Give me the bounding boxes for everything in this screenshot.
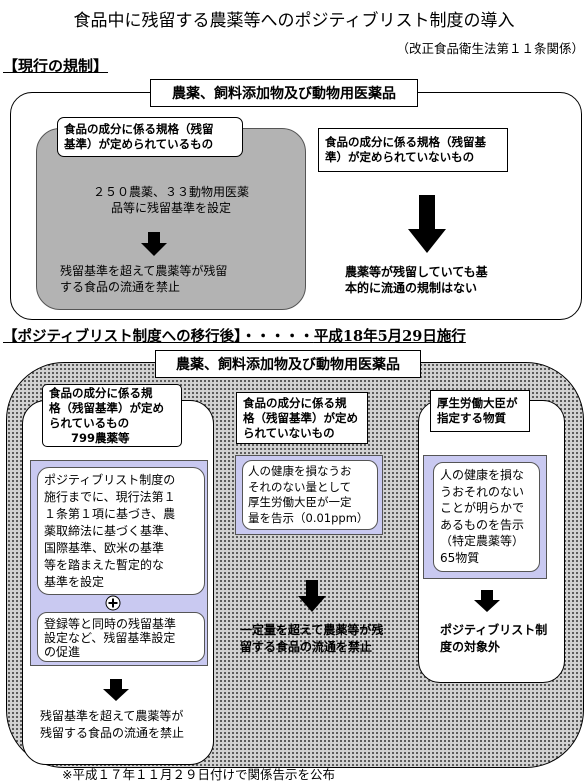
standards-set-label: 食品の成分に係る規 格（残留基準）が定め られているもの xyxy=(49,385,164,430)
down-arrow-icon xyxy=(141,232,167,256)
after-category-header: 農薬、飼料添加物及び動物用医薬品 xyxy=(155,350,421,378)
designated-substances-label: 厚生労働大臣が 指定する物質 xyxy=(430,390,530,432)
diagram-title: 食品中に残留する農薬等へのポジティブリスト制度の導入 xyxy=(73,11,515,31)
plus-icon xyxy=(105,595,121,611)
current-standards-set-label: 食品の成分に係る規格（残留 基準）が定められているもの xyxy=(57,117,243,157)
standards-set-result: 残留基準を超えて農薬等が 残留する食品の流通を禁止 xyxy=(40,709,185,740)
no-standards-label: 食品の成分に係る規 格（残留基準）が定め られていないもの xyxy=(236,392,368,444)
designated-substances-text: 人の健康を損な うおそれのない ことが明らかで あるものを告示 （特定農薬等） … xyxy=(433,462,540,572)
current-standards-result: 残留基準を超えて農薬等が残留 する食品の流通を禁止 xyxy=(60,264,228,294)
no-standards-result: 一定量を超えて農薬等が残 留する食品の流通を禁止 xyxy=(240,623,384,654)
standards-set-count: 799農薬等 xyxy=(71,430,130,445)
current-no-standards-label: 食品の成分に係る規格（残留基 準）が定められていないもの xyxy=(318,128,508,172)
designated-result: ポジティブリスト制 度の対象外 xyxy=(440,623,548,654)
effective-date: 平成18年5月29日施行 xyxy=(313,328,466,345)
down-arrow-icon xyxy=(474,590,500,612)
down-arrow-icon xyxy=(298,580,326,612)
current-standards-count-text: ２５０農薬、３３動物用医薬 品等に残留基準を設定 xyxy=(92,185,249,215)
law-reference: （改正食品衛生法第１１条関係） xyxy=(396,41,584,56)
standards-promotion-text: 登録等と同時の残留基準 設定など、残留基準設定 の促進 xyxy=(37,612,205,662)
current-standards-set-box xyxy=(36,128,306,310)
uniform-limit-text: 人の健康を損なうお それのない量として 厚生労働大臣が一定 量を告示（0.01p… xyxy=(242,460,378,530)
down-arrow-icon xyxy=(103,679,129,701)
positive-list-heading-text: 【ポジティブリスト制度への移行後】・・・・・ xyxy=(3,329,314,345)
footnote: ※平成１７年１１月２９日付けで関係告示を公布 xyxy=(62,767,335,782)
standards-set-label-box: 食品の成分に係る規 格（残留基準）が定め られているもの 799農薬等 xyxy=(42,384,182,447)
current-regulation-heading: 【現行の規制】 xyxy=(3,57,109,75)
down-arrow-icon xyxy=(408,195,446,253)
positive-list-heading: 【ポジティブリスト制度への移行後】・・・・・平成18年5月29日施行 xyxy=(3,325,466,346)
provisional-standards-text: ポジティブリスト制度の 施行までに、現行法第１ １条第１項に基づき、農 薬取締法… xyxy=(37,467,205,595)
current-no-standards-result: 農薬等が残留していても基 本的に流通の規制はない xyxy=(345,265,488,295)
current-category-header: 農薬、飼料添加物及び動物用医薬品 xyxy=(150,79,418,107)
